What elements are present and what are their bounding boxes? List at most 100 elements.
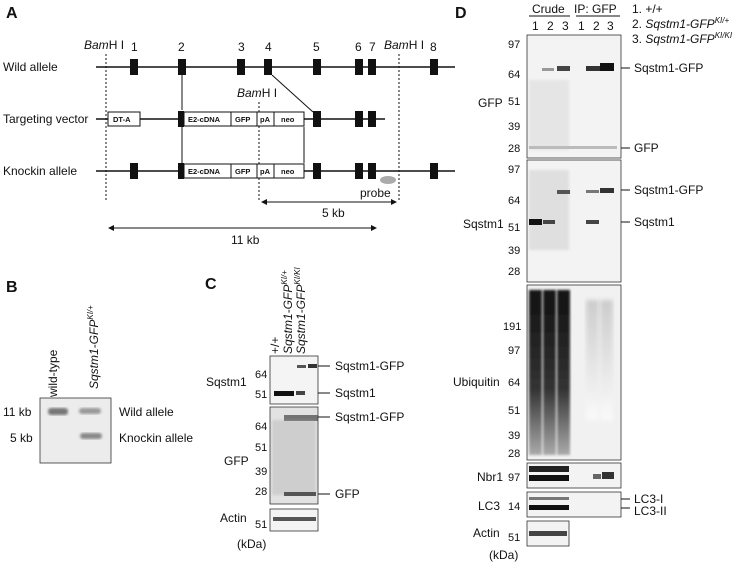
c-band-gfp	[284, 492, 316, 496]
band-knockin-lane2	[80, 433, 102, 439]
d-blot-label-sqstm1: Sqstm1	[463, 217, 504, 231]
d-band-label-sqstm1gfp: Sqstm1-GFP	[634, 61, 703, 75]
d-gfp-band-crude2	[542, 68, 554, 71]
d-gfp-band-ip3	[600, 63, 614, 71]
band-label-knockin-allele: Knockin allele	[119, 431, 193, 445]
d-nbr1-band-crude	[529, 466, 569, 472]
c-band-gfp-top	[284, 415, 318, 421]
d-mw-sqstm1-39: 39	[508, 245, 520, 257]
d-ubiquitin-smear-crude1	[529, 290, 542, 455]
lane-label-ki-ki: Sqstm1-GFPKI/KI	[293, 267, 308, 354]
neo-box-label: neo	[281, 115, 295, 124]
d-sqstm1-band-crude2	[543, 220, 555, 224]
targeting-exons	[313, 111, 376, 127]
legend-2: 2. Sqstm1-GFPKI/+	[632, 16, 729, 31]
d-blot-label-ubiquitin: Ubiquitin	[453, 375, 500, 389]
bamhi-label-right: BamH I	[384, 38, 424, 52]
exon-number-8: 8	[430, 40, 437, 54]
d-band-label-sqstm1: Sqstm1	[634, 215, 675, 229]
d-blot-label-nbr1: Nbr1	[477, 470, 503, 484]
d-sqstm1-background	[529, 170, 569, 250]
d-mw-ub-191: 191	[503, 321, 521, 333]
band-label-wild-allele: Wild allele	[119, 405, 174, 419]
d-band-label-lc3ii: LC3-II	[634, 504, 667, 518]
d-mw-gfp-51: 51	[508, 96, 520, 108]
exon-number-7: 7	[369, 40, 376, 54]
c-mw-gfp-64: 64	[255, 421, 267, 433]
probe-icon	[380, 176, 396, 184]
legend-3: 3. Sqstm1-GFPKI/KI	[632, 31, 733, 46]
d-blot-label-gfp: GFP	[478, 96, 503, 110]
d-nbr1-band-ip3	[602, 472, 614, 479]
lane-num-ip-2: 2	[593, 19, 600, 33]
row-label-wild: Wild allele	[3, 60, 58, 74]
knockin-e2-cdna-label: E2-cDNA	[188, 167, 221, 176]
d-gfp-band-free	[529, 146, 617, 149]
d-mw-ub-64: 64	[508, 377, 520, 389]
row-label-targeting: Targeting vector	[3, 112, 88, 126]
exon-number-5: 5	[313, 40, 320, 54]
size-11kb: 11 kb	[3, 405, 32, 419]
panel-b-label: B	[6, 279, 18, 296]
lane-num-crude-3: 3	[562, 19, 569, 33]
c-mw-gfp-39: 39	[255, 466, 267, 478]
band-wild-lane2	[79, 408, 101, 414]
d-mw-gfp-97: 97	[508, 39, 520, 51]
d-mw-ub-97: 97	[508, 345, 520, 357]
c-mw-actin-51: 51	[255, 519, 267, 531]
blot-c-sqstm1	[269, 355, 319, 405]
d-mw-ub-51: 51	[508, 405, 520, 417]
lane-label-ki-plus: Sqstm1-GFPKI/+	[280, 270, 295, 354]
probe-label: probe	[360, 186, 391, 200]
c-band-sqstm1-lane1	[274, 391, 294, 396]
d-lc3i-band-crude	[529, 497, 569, 500]
d-sqstm1-band-ip3	[600, 188, 614, 193]
d-sqstm1-band-ip2b	[586, 220, 599, 224]
panel-c-label: C	[205, 276, 217, 293]
header-ip-gfp: IP: GFP	[574, 2, 617, 16]
d-lc3ii-band-crude	[529, 505, 569, 510]
c-mw-sqstm1-64: 64	[255, 369, 267, 381]
d-mw-sqstm1-51: 51	[508, 222, 520, 234]
d-mw-gfp-28: 28	[508, 143, 520, 155]
knockin-gfp-label: GFP	[235, 167, 250, 176]
d-gfp-band-crude3	[557, 66, 570, 71]
c-mw-sqstm1-51: 51	[255, 389, 267, 401]
d-mw-actin-51: 51	[508, 532, 520, 544]
distance-label-5kb: 5 kb	[322, 206, 345, 220]
d-ubiquitin-smear-crude2	[543, 290, 556, 455]
c-kda-label: (kDa)	[237, 537, 266, 551]
wild-allele-exons	[130, 59, 438, 75]
d-mw-sqstm1-28: 28	[508, 266, 520, 278]
d-ubiquitin-smear-ip2	[586, 300, 599, 420]
d-band-label-gfp: GFP	[634, 141, 659, 155]
gfp-box-label: GFP	[235, 115, 250, 124]
panel-d: D Crude IP: GFP 1 2 3 1 2 3 1. +/+ 2. Sq…	[453, 2, 733, 562]
c-band-label-sqstm1gfp: Sqstm1-GFP	[335, 359, 404, 373]
panel-c: C +/+ Sqstm1-GFPKI/+ Sqstm1-GFPKI/KI 64 …	[205, 267, 404, 551]
size-5kb: 5 kb	[10, 431, 33, 445]
d-mw-gfp-64: 64	[508, 69, 520, 81]
exon-number-3: 3	[238, 40, 245, 54]
d-gfp-background	[529, 80, 569, 150]
exon-number-1: 1	[131, 40, 138, 54]
c-gfp-background	[272, 420, 316, 495]
lane-label-sqstm1-gfp-ki-plus: Sqstm1-GFPKI/+	[86, 305, 101, 389]
targeting-exon-2	[178, 111, 184, 127]
band-wild-lane1	[48, 408, 68, 415]
c-blot-label-gfp: GFP	[224, 454, 249, 468]
d-blot-label-lc3: LC3	[478, 499, 500, 513]
lane-label-wild-type: wild-type	[46, 349, 60, 398]
panel-b: B wild-type Sqstm1-GFPKI/+ 11 kb 5 kb Wi…	[3, 279, 193, 464]
c-blot-label-actin: Actin	[220, 511, 247, 525]
blot-d-lc3	[526, 491, 622, 518]
legend-1: 1. +/+	[632, 2, 663, 16]
pa-box-label: pA	[260, 115, 271, 124]
dta-box	[107, 111, 141, 127]
d-mw-ub-39: 39	[508, 430, 520, 442]
neo-box	[273, 111, 305, 127]
d-sqstm1-band-ip2	[586, 190, 599, 193]
lane-num-ip-3: 3	[607, 19, 614, 33]
d-mw-nbr1-97: 97	[508, 472, 520, 484]
